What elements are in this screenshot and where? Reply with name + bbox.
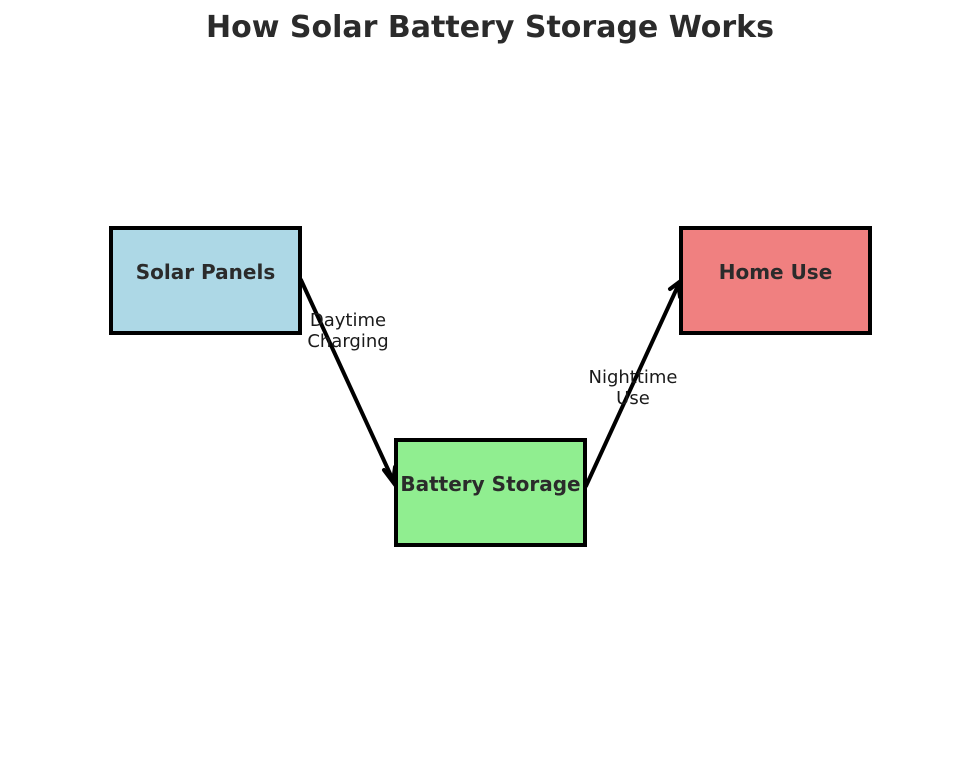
nighttime-use-label: Nighttime Use [575, 367, 691, 409]
nighttime-use-line1: Nighttime [588, 367, 678, 388]
daytime-charging-label: Daytime Charging [296, 310, 400, 352]
battery-storage-node: Battery Storage [394, 438, 587, 547]
diagram-title: How Solar Battery Storage Works [206, 10, 774, 45]
home-use-label: Home Use [718, 260, 833, 284]
home-use-node: Home Use [679, 226, 872, 335]
solar-panels-node: Solar Panels [109, 226, 302, 335]
daytime-charging-line2: Charging [307, 331, 389, 352]
daytime-charging-line1: Daytime [309, 310, 387, 331]
battery-storage-label: Battery Storage [400, 472, 581, 496]
solar-panels-label: Solar Panels [135, 260, 276, 284]
nighttime-use-line2: Use [616, 388, 650, 409]
